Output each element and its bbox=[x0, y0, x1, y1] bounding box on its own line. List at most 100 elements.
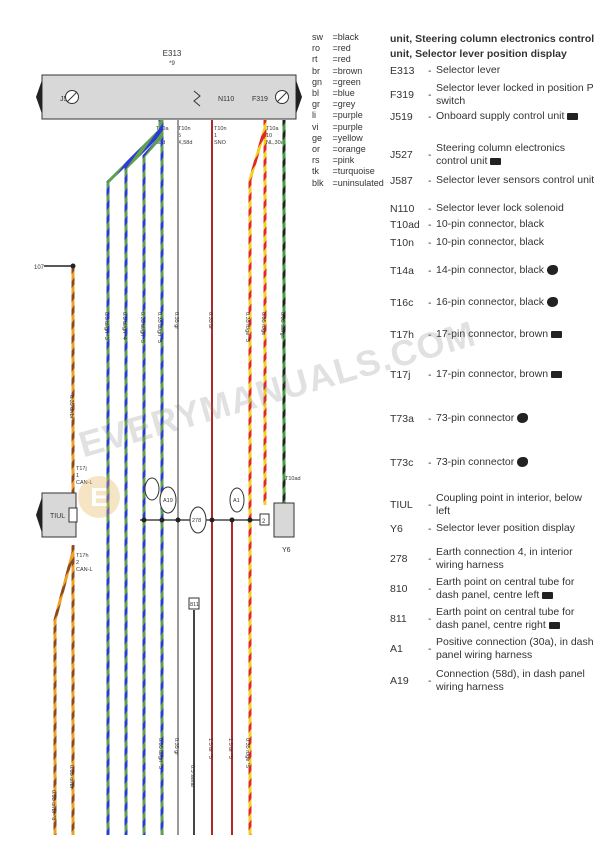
wire-label: 0.5 bl/gn *4 bbox=[121, 312, 127, 340]
svg-text:2: 2 bbox=[76, 560, 79, 566]
color-key-row: bl = blue bbox=[312, 88, 355, 99]
car-icon bbox=[551, 370, 563, 378]
wires bbox=[44, 120, 286, 835]
legend-description: 10-pin connector, black bbox=[436, 218, 544, 230]
legend-description: Selector lever lock solenoid bbox=[436, 202, 564, 214]
earth-278 bbox=[189, 506, 207, 534]
wire-label: 1.5 br *5 bbox=[207, 738, 213, 759]
component-legend: unit, Steering column electronics contro… bbox=[390, 32, 600, 693]
color-key-row: gn = green bbox=[312, 76, 361, 87]
legend-code: 811 bbox=[390, 613, 407, 625]
wire-label: 0.35 or/br bbox=[68, 765, 74, 789]
legend-code: J587 bbox=[390, 174, 413, 187]
wire-label: 0.35 rt/ge bbox=[260, 312, 266, 335]
legend-description: 16-pin connector, black bbox=[436, 296, 544, 308]
color-key-code: vi bbox=[312, 121, 319, 132]
svg-text:811: 811 bbox=[190, 602, 199, 608]
wire-label: 0.35 br bbox=[207, 312, 213, 329]
legend-item: N110-Selector lever lock solenoid bbox=[390, 202, 564, 215]
color-key-code: sw bbox=[312, 32, 323, 42]
color-key-name: purple bbox=[337, 110, 363, 121]
legend-description: Earth point on central tube for dash pan… bbox=[436, 606, 575, 631]
legend-item: T73c-73-pin connector bbox=[390, 456, 598, 469]
legend-description: Onboard supply control unit bbox=[436, 110, 565, 122]
wire-label: 0.35 bl/gn *5 bbox=[156, 312, 162, 343]
legend-description: Selector lever sensors control unit bbox=[436, 174, 595, 186]
legend-description: Connection (58d), in dash panel wiring h… bbox=[436, 668, 585, 693]
color-key-row: gr = grey bbox=[312, 99, 356, 110]
svg-text:5: 5 bbox=[178, 133, 181, 139]
wire-label: 0.35 bl/gn *5 bbox=[157, 738, 163, 769]
legend-description: Coupling point in interior, below left bbox=[436, 492, 582, 517]
legend-code: N110 bbox=[390, 202, 415, 215]
legend-item: T16c-16-pin connector, black bbox=[390, 296, 598, 309]
wire-label: 0.35 or/br *8 bbox=[50, 790, 56, 820]
legend-item: A19-Connection (58d), in dash panel wiri… bbox=[390, 668, 585, 693]
svg-text:10: 10 bbox=[266, 133, 272, 139]
engine-icon bbox=[546, 265, 558, 276]
car-icon bbox=[542, 591, 554, 599]
component-2-box bbox=[259, 513, 270, 526]
color-key-name: pink bbox=[337, 155, 355, 166]
legend-item: J519-Onboard supply control unit bbox=[390, 110, 598, 123]
color-key-code: ro bbox=[312, 43, 321, 54]
legend-code: F319 bbox=[390, 89, 414, 101]
color-key-name: orange bbox=[337, 144, 366, 155]
legend-item: T14a-14-pin connector, black bbox=[390, 264, 598, 277]
legend-code: J519 bbox=[390, 110, 413, 123]
wire-label: 0.35 rt/ge *5 bbox=[244, 738, 250, 768]
svg-text:NL,30a: NL,30a bbox=[266, 140, 285, 146]
legend-code: TIUL bbox=[390, 499, 413, 511]
legend-description: 73-pin connector bbox=[436, 456, 515, 468]
legend-item: T17j-17-pin connector, brown bbox=[390, 368, 598, 381]
engine-icon bbox=[517, 413, 529, 424]
legend-code: T14a bbox=[390, 264, 414, 277]
svg-text:A1: A1 bbox=[233, 498, 240, 504]
color-key-row: or = orange bbox=[312, 144, 366, 155]
car-icon bbox=[551, 330, 563, 338]
legend-item: T17h-17-pin connector, brown bbox=[390, 328, 598, 341]
car-icon bbox=[567, 112, 579, 120]
wire-label: 0.35 or/br bbox=[68, 395, 74, 419]
legend-description: Selector lever locked in position P swit… bbox=[436, 82, 594, 107]
a19-connection-left bbox=[144, 477, 160, 501]
color-key-code: br bbox=[312, 65, 321, 76]
legend-item: J587-Selector lever sensors control unit bbox=[390, 174, 595, 187]
legend-code: A1 bbox=[390, 643, 403, 655]
f319-label: F319 bbox=[252, 96, 268, 103]
left-continuation-label: 107 bbox=[34, 265, 45, 271]
svg-text:CAN-L: CAN-L bbox=[76, 567, 93, 573]
legend-item: 811-Earth point on central tube for dash… bbox=[390, 606, 575, 631]
junction-dots bbox=[70, 263, 253, 523]
car-icon bbox=[548, 621, 560, 629]
legend-code: T17h bbox=[390, 328, 414, 341]
legend-code: T10n bbox=[390, 236, 414, 249]
color-key-code: bl bbox=[312, 88, 320, 99]
legend-description: 14-pin connector, black bbox=[436, 264, 544, 276]
legend-description: Selector lever position display bbox=[436, 522, 575, 534]
engine-icon bbox=[546, 297, 558, 308]
car-icon bbox=[490, 157, 502, 165]
legend-description: Earth connection 4, in interior wiring h… bbox=[436, 546, 573, 571]
legend-code: E313 bbox=[390, 64, 415, 77]
legend-code: T16c bbox=[390, 296, 414, 309]
legend-item: F319-Selector lever locked in position P… bbox=[390, 82, 594, 107]
t10n-b-label: T10n bbox=[214, 126, 227, 132]
t17h-label: T17h bbox=[76, 553, 89, 559]
legend-heading: unit, Steering column electronics contro… bbox=[390, 33, 595, 60]
legend-item: T10ad-10-pin connector, black bbox=[390, 218, 544, 231]
legend-item: J527-Steering column electronics control… bbox=[390, 142, 565, 167]
svg-text:CAN-L: CAN-L bbox=[76, 480, 93, 486]
legend-code: 810 bbox=[390, 583, 408, 595]
color-key-name: blue bbox=[337, 88, 355, 99]
legend-description: Earth point on central tube for dash pan… bbox=[436, 576, 575, 601]
svg-text:SNO: SNO bbox=[214, 140, 227, 146]
color-key-name: brown bbox=[337, 65, 363, 76]
color-key-name: yellow bbox=[337, 132, 363, 143]
svg-text:2: 2 bbox=[262, 519, 266, 525]
legend-description: 10-pin connector, black bbox=[436, 236, 544, 248]
legend-description: Steering column electronics control unit bbox=[436, 142, 565, 167]
wire-label: 0.35 sw/gn bbox=[279, 312, 285, 339]
legend-item: TIUL-Coupling point in interior, below l… bbox=[390, 492, 582, 517]
color-key-name: grey bbox=[337, 99, 356, 110]
